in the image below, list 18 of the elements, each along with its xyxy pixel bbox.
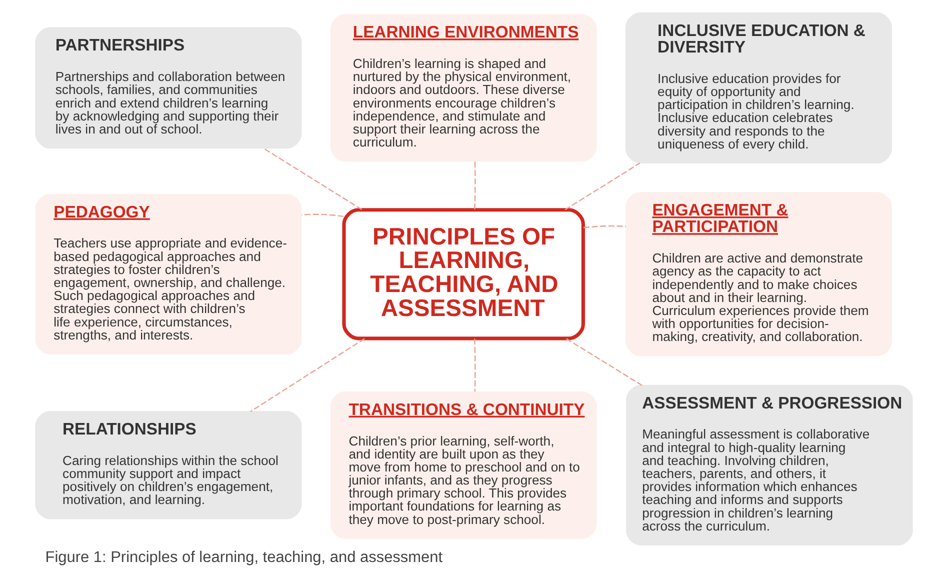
connector	[250, 338, 364, 412]
node-box: ASSESSMENT & PROGRESSION Meaningful assessment is collaborative and integral to high-quality learning and teaching. Involving children, teachers, parents, and others, it provides information which enhances teaching and informs and supports progression in children’s learning across the curriculum.	[626, 384, 912, 546]
node-box: PARTNERSHIPS Partnerships and collaboration between schools, families, and communities enrich and extend children’s learning by acknowledging and supporting their lives in and out of school.	[34, 27, 302, 149]
connector	[474, 338, 476, 392]
node-box: INCLUSIVE EDUCATION & DIVERSITY Inclusive education provides for equity of opportunity and participation in children’s learning. Inclusive education celebrates diversity and responds to the uniqueness of every child.	[624, 12, 892, 164]
caption: Figure 1: Principles of learning, teaching, and assessment	[44, 549, 442, 566]
node-box: ENGAGEMENT & PARTICIPATION Children are active and demonstrate agency as the capacity to act independently and to make choices about and in their learning. Curriculum experiences provide them with opportunities for decision-making, creativity, and collaboration.	[624, 192, 892, 356]
node-box: PEDAGOGY Teachers use appropriate and evidence-based pedagogical approaches and strategies to foster children’s engagement, ownership, and challenge. Such pedagogical approaches and strategies connect with children’s life experience, circumstances, strengths, and interests.	[34, 194, 302, 354]
connector	[564, 162, 640, 210]
node-box: TRANSITIONS & CONTINUITY Children’s prior learning, self-worth, and identity are built upon as they move from home to preschool and on to junior infants, and as they progress through primary school. This provides important foundations for learning as they move to post-primary school.	[330, 391, 596, 539]
connector	[565, 338, 642, 386]
node-box: PRINCIPLES OF LEARNING, TEACHING, AND ASSESSMENT	[342, 208, 584, 340]
node-box: LEARNING ENVIRONMENTS Children’s learning is shaped and nurtured by the physical environment, indoors and outdoors. These diverse environments encourage children’s independence, and stimulate and support their learning across the curriculum.	[330, 14, 596, 162]
connector	[474, 161, 476, 210]
connector	[262, 148, 362, 210]
connector	[301, 214, 344, 218]
connector	[582, 225, 626, 228]
node-box: RELATIONSHIPS Caring relationships within the school community support and impact positively on children’s engagement, motivation, and learning.	[34, 411, 302, 520]
